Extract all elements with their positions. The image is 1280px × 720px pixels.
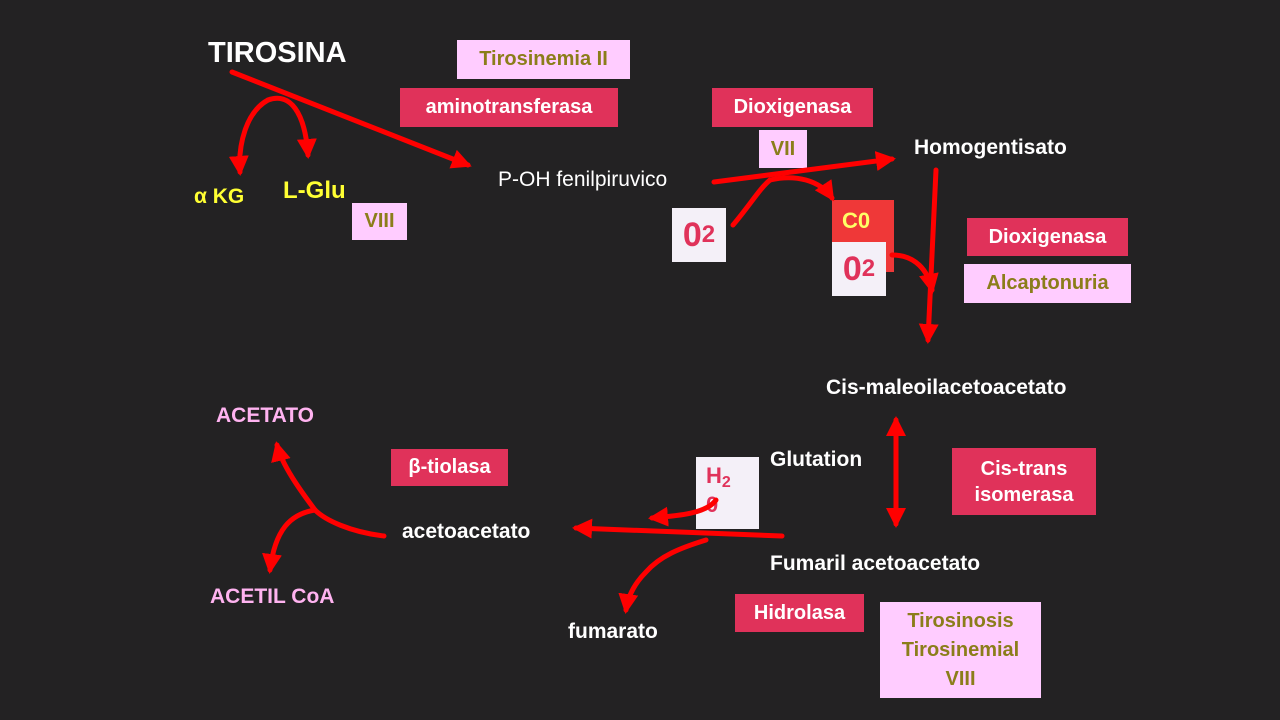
- cis-trans-label: Cis-trans: [980, 457, 1068, 480]
- o2-subscript: 2: [861, 255, 876, 282]
- arrow-acetoacetato-branch: [312, 507, 387, 539]
- homogentisato-label: Homogentisato: [914, 136, 1067, 159]
- h2o-box: H2 0: [696, 457, 759, 529]
- beta-tiolasa-box: β-tiolasa: [391, 449, 508, 486]
- tirosinemia-ii-box: Tirosinemia II: [457, 40, 630, 79]
- tirosina-label: TIROSINA: [208, 37, 347, 69]
- vii-box: VII: [759, 130, 807, 168]
- h2o-h: H: [706, 463, 722, 488]
- aminotransferasa-box: aminotransferasa: [400, 88, 618, 127]
- arrow-to-acetato: [271, 441, 318, 513]
- o2-subscript: 2: [701, 221, 716, 248]
- dioxigenasa-box-1: Dioxigenasa: [712, 88, 873, 127]
- arrow-homogentisato-down: [918, 167, 939, 344]
- tirosinemia-ii-label: Tirosinemia II: [479, 48, 608, 70]
- o2-number: 0: [682, 215, 702, 254]
- tirosinosis-box: Tirosinosis Tirosinemial VIII: [880, 602, 1041, 698]
- hidrolasa-label: Hidrolasa: [753, 601, 846, 624]
- dioxigenasa-box-2: Dioxigenasa: [967, 218, 1128, 256]
- vii-label: VII: [770, 137, 796, 160]
- glutation-label: Glutation: [770, 448, 863, 471]
- hidrolasa-box: Hidrolasa: [735, 594, 864, 632]
- arrow-transamination-to-lglu: [265, 95, 317, 159]
- arrow-to-acetil-coa: [262, 507, 318, 574]
- alcaptonuria-box: Alcaptonuria: [964, 264, 1131, 303]
- o2-number: 0: [842, 249, 862, 288]
- l-glu-label: L-Glu: [283, 177, 346, 204]
- viii-label: VIII: [945, 667, 976, 690]
- cis-trans-isomerasa-box: Cis-trans isomerasa: [952, 448, 1096, 515]
- acetato-label: ACETATO: [216, 404, 314, 427]
- arrow-o2-into-pathway: [889, 252, 939, 294]
- p-oh-fenilpiruvico-label: P-OH fenilpiruvico: [498, 168, 668, 191]
- cis-maleoilacetoacetato-label: Cis-maleoilacetoacetato: [826, 376, 1067, 399]
- co-label: C0: [842, 208, 871, 233]
- h2o-o: 0: [706, 492, 719, 518]
- alcaptonuria-label: Alcaptonuria: [986, 272, 1109, 294]
- tirosinosis-label: Tirosinosis: [907, 609, 1014, 632]
- dioxigenasa-label: Dioxigenasa: [988, 225, 1107, 248]
- dioxigenasa-label: Dioxigenasa: [733, 96, 852, 118]
- viii-box-left: VIII: [352, 203, 407, 240]
- fumaril-acetoacetato-label: Fumaril acetoacetato: [770, 552, 981, 575]
- acetoacetato-label: acetoacetato: [402, 520, 531, 543]
- arrow-transamination-to-akg: [228, 97, 271, 176]
- arrow-fumarato-branch: [618, 537, 709, 614]
- fumarato-label: fumarato: [568, 620, 658, 643]
- acetil-coa-label: ACETIL CoA: [210, 585, 335, 608]
- arrow-co2-release: [767, 175, 835, 202]
- tirosinemia-i-label: Tirosinemial: [901, 638, 1020, 661]
- h2o-subscript: 2: [721, 474, 731, 491]
- arrow-o2-consumption: [730, 177, 773, 228]
- alpha-kg-label: α KG: [194, 185, 245, 208]
- isomerasa-label: isomerasa: [974, 483, 1074, 506]
- aminotransferasa-label: aminotransferasa: [425, 96, 593, 118]
- arrow-fumaril-to-acetoacetato: [572, 518, 785, 539]
- beta-tiolasa-label: β-tiolasa: [408, 456, 491, 478]
- viii-label: VIII: [364, 210, 395, 232]
